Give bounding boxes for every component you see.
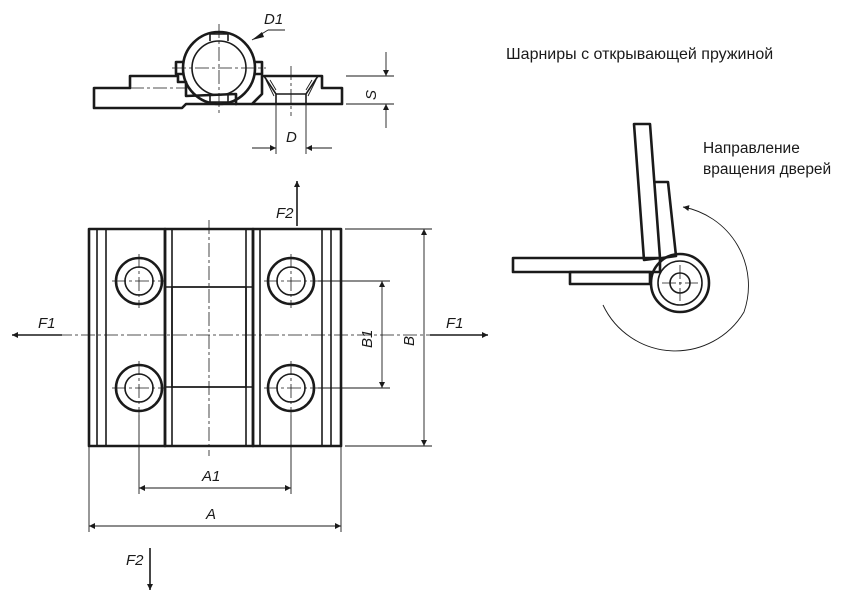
dim-a1-label: A1 [201,468,220,485]
dim-b-label: B [401,336,418,346]
hinge-front-view: B B1 A1 A F1 F1 F2 F2 [12,181,488,590]
rotation-closed-leaf-step [568,270,652,286]
rotation-label-line1: Направление [703,140,800,157]
side-view-right-leaf [234,74,344,106]
dim-d1-label: D1 [264,11,283,28]
side-view-spring-notch-right [253,60,264,76]
rotation-closed-leaf [511,256,662,274]
force-f1-right-label: F1 [446,315,464,332]
force-f1-left-label: F1 [38,315,56,332]
rotation-open-leaf [632,122,662,262]
side-view-left-leaf [92,74,238,110]
rotation-diagram [511,122,749,352]
hinge-side-view: D1 S D [92,11,394,154]
rotation-arc [602,205,749,352]
front-right-leaf [251,227,343,448]
rotation-barrel-outer [649,252,711,314]
dim-b1-label: B1 [359,330,376,348]
rotation-direction-label: Направление вращения дверей [703,138,831,180]
drawing-title: Шарниры с открывающей пружиной [506,46,774,63]
rotation-label-line2: вращения дверей [703,161,832,178]
force-f2-top-label: F2 [276,205,294,222]
side-view-countersink-hatch [265,79,317,97]
force-f2-bottom-label: F2 [126,552,144,569]
dim-s-label: S [363,90,380,100]
rotation-barrel-inner [657,260,703,306]
dim-d-label: D [286,129,297,146]
dim-a-label: A [205,506,216,523]
